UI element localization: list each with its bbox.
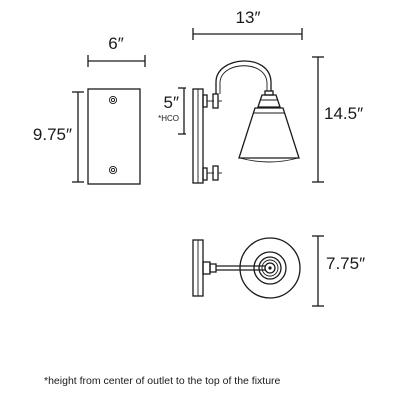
fixture-height-label: 14.5″ <box>324 104 363 123</box>
fixture-width-label: 13″ <box>236 8 261 27</box>
hco-note-label: *HCO <box>158 114 179 123</box>
hco-label: 5″ <box>164 93 179 112</box>
hco-footnote: *height from center of outlet to the top… <box>44 375 281 387</box>
hco-dimension <box>178 87 186 135</box>
backplate-width-dimension <box>87 55 146 67</box>
fixture-height-dimension <box>312 56 324 183</box>
fixture-top-view <box>192 237 301 299</box>
fixture-width-dimension <box>192 28 303 40</box>
backplate-height-dimension <box>72 91 84 183</box>
backplate-height-label: 9.75″ <box>33 125 72 144</box>
fixture-side-view <box>192 60 300 184</box>
backplate-width-label: 6″ <box>108 34 123 53</box>
backplate-front <box>87 88 141 185</box>
depth-label: 7.75″ <box>326 254 365 273</box>
depth-dimension <box>312 235 324 307</box>
